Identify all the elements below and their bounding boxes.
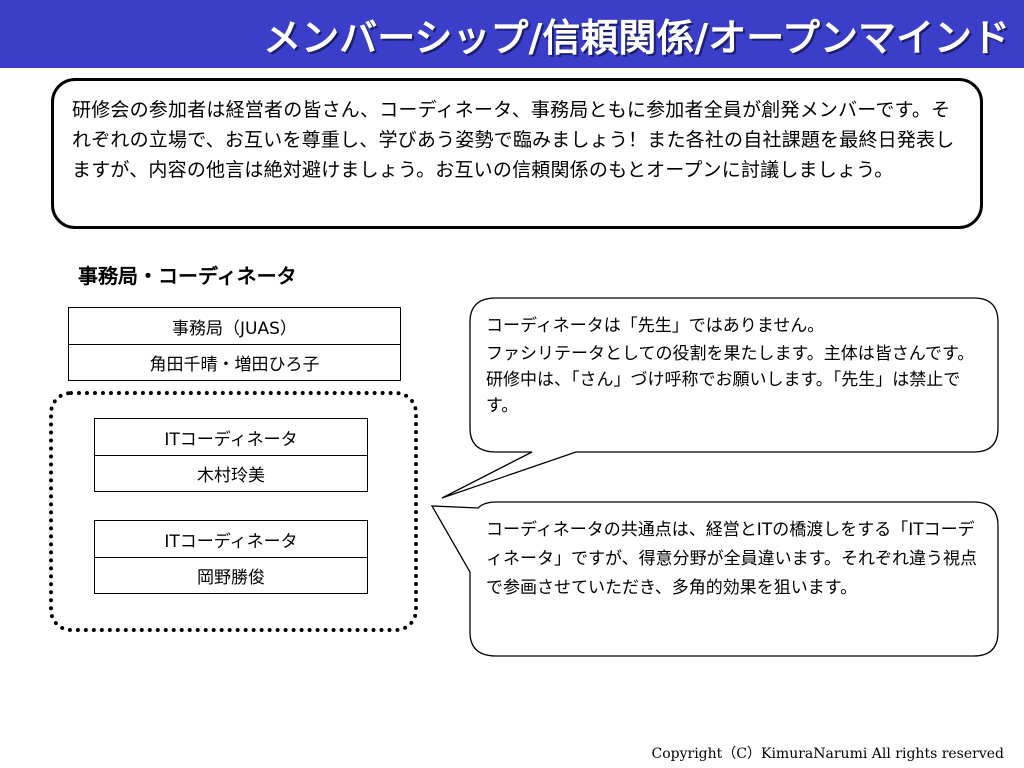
coordinator-role: ITコーディネータ <box>164 429 298 450</box>
callout-bubble-2 <box>430 501 999 657</box>
callout-1-line-2: ファシリテータとしての役割を果たします。主体は皆さんです。研修中は、「さん」づけ… <box>486 344 975 416</box>
office-table: 事務局（JUAS） 角田千晴・増田ひろ子 <box>68 307 401 381</box>
callout-text-1: コーディネータは「先生」ではありません。 ファシリテータとしての役割を果たします… <box>486 313 982 419</box>
intro-text: 研修会の参加者は経営者の皆さん、コーディネータ、事務局ともに参加者全員が創発メン… <box>72 99 955 181</box>
copyright: Copyright（C）KimuraNarumi All rights rese… <box>651 746 1005 762</box>
section-heading: 事務局・コーディネータ <box>78 264 297 288</box>
slide-title: メンバーシップ/信頼関係/オープンマインド <box>263 15 1010 60</box>
callout-text-2: コーディネータの共通点は、経営とITの橋渡しをする「ITコーディネータ」ですが、… <box>486 520 977 598</box>
coordinator-table-1: ITコーディネータ 木村玲美 <box>94 418 368 492</box>
callout-bubble-1 <box>441 297 999 499</box>
coordinator-name: 岡野勝俊 <box>95 557 367 593</box>
coordinator-name: 木村玲美 <box>95 455 367 491</box>
title-bar: メンバーシップ/信頼関係/オープンマインド <box>0 0 1024 68</box>
office-role: 事務局（JUAS） <box>172 318 297 339</box>
office-names: 角田千晴・増田ひろ子 <box>69 344 400 380</box>
callout-1-line-1: コーディネータは「先生」ではありません。 <box>486 316 825 336</box>
intro-box: 研修会の参加者は経営者の皆さん、コーディネータ、事務局ともに参加者全員が創発メン… <box>51 78 983 229</box>
coordinator-table-2: ITコーディネータ 岡野勝俊 <box>94 520 368 594</box>
coordinator-group <box>49 391 418 632</box>
coordinator-role: ITコーディネータ <box>164 531 298 552</box>
